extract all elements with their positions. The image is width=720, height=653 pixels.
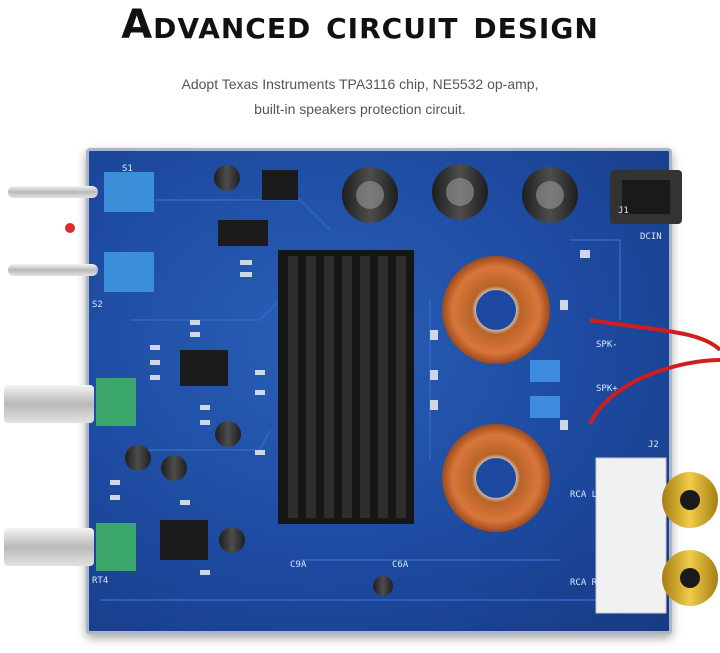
- pcb-traces: [100, 199, 640, 601]
- small-capacitor: [214, 165, 240, 191]
- toggle-switch: [8, 252, 154, 292]
- small-capacitor: [215, 421, 241, 447]
- rca-input-jack: [595, 457, 718, 614]
- rca-l-label: RCA L: [570, 490, 598, 500]
- power-led: [65, 223, 75, 233]
- small-capacitor: [125, 445, 151, 471]
- tone-knob: [4, 523, 136, 571]
- toggle-switch: [8, 172, 154, 212]
- s1-label: S1: [122, 164, 133, 174]
- j2-label: J2: [648, 440, 659, 450]
- speaker-wire: [589, 318, 720, 352]
- electrolytic-capacitor: [432, 164, 488, 220]
- spk-plus-label: SPK+: [596, 384, 618, 394]
- heatsink: [278, 250, 414, 524]
- c6a-label: C6A: [392, 560, 409, 570]
- film-capacitor: [530, 360, 560, 382]
- toroidal-inductor: [442, 424, 550, 532]
- electrolytic-capacitor: [342, 167, 398, 223]
- speaker-wire: [588, 358, 720, 425]
- small-capacitor: [373, 576, 393, 596]
- small-capacitor: [219, 527, 245, 553]
- small-capacitor: [161, 455, 187, 481]
- volume-knob: [4, 378, 136, 426]
- ic-chip: [218, 220, 268, 246]
- rt4-label: RT4: [92, 576, 109, 586]
- toroidal-inductor: [442, 256, 550, 364]
- s2-label: S2: [92, 300, 103, 310]
- film-capacitor: [530, 396, 560, 418]
- electrolytic-capacitor: [522, 167, 578, 223]
- voltage-regulator: [262, 170, 298, 200]
- c9a-label: C9A: [290, 560, 307, 570]
- spk-minus-label: SPK-: [596, 340, 618, 350]
- ic-chip: [180, 350, 228, 386]
- page-title: Advanced circuit design: [121, 2, 599, 48]
- subtitle-line-2: built-in speakers protection circuit.: [254, 101, 466, 117]
- ic-chip: [160, 520, 208, 560]
- dcin-label: DCIN: [640, 232, 662, 242]
- subtitle-line-1: Adopt Texas Instruments TPA3116 chip, NE…: [181, 76, 539, 92]
- j1-label: J1: [618, 206, 629, 216]
- smd-components: [110, 250, 590, 575]
- rca-r-label: RCA R: [570, 578, 598, 588]
